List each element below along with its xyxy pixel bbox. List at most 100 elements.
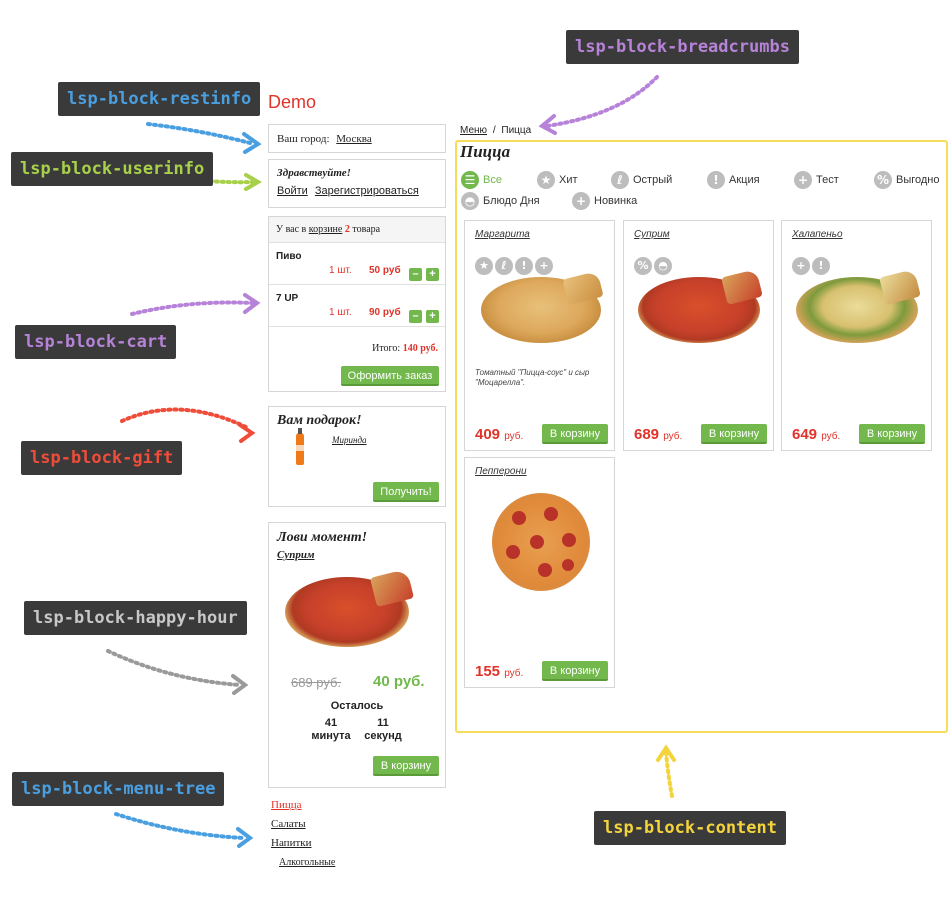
cart-item-qty: 1 шт. <box>329 307 352 318</box>
content-block <box>455 140 948 733</box>
site-title[interactable]: Demo <box>268 92 317 112</box>
product-card: Маргарита ★ ℓ ! + Томатный "Пицца-соус" … <box>464 220 615 451</box>
city-link[interactable]: Москва <box>336 133 372 145</box>
filter-test-label: Тест <box>816 174 839 186</box>
menu-tree: Пицца Салаты Напитки Алкогольные <box>271 796 335 872</box>
annotation-content: lsp-block-content <box>594 811 786 845</box>
cart-link[interactable]: корзине <box>308 224 343 235</box>
cart-item-qty: 1 шт. <box>329 265 352 276</box>
increase-button[interactable]: + <box>426 268 439 281</box>
timer-seconds: 11 секунд <box>361 717 405 743</box>
filter-promo-label: Акция <box>729 174 760 186</box>
breadcrumb-separator: / <box>492 125 496 136</box>
increase-button[interactable]: + <box>426 310 439 323</box>
add-to-cart-button[interactable]: В корзину <box>542 661 608 681</box>
product-title-link[interactable]: Пепперони <box>475 466 527 477</box>
product-price: 409 руб. <box>475 426 523 443</box>
menu-item-alcoholic[interactable]: Алкогольные <box>279 857 336 868</box>
plus-icon: + <box>792 257 810 275</box>
page-title: Пицца <box>460 142 511 161</box>
cloche-icon: ◓ <box>461 192 479 210</box>
product-price: 649 руб. <box>792 426 840 443</box>
annotation-gift: lsp-block-gift <box>21 441 183 475</box>
menu-item-salads[interactable]: Салаты <box>271 818 306 830</box>
greeting-text: Здравствуйте! <box>277 167 351 179</box>
city-label: Ваш город: <box>277 133 330 145</box>
filter-hit-label: Хит <box>559 174 578 186</box>
chili-icon: ℓ <box>495 257 513 275</box>
percent-icon: % <box>874 171 892 189</box>
exclamation-icon: ! <box>515 257 533 275</box>
filter-hit[interactable]: ★ Хит <box>537 171 578 189</box>
menu-item-drinks[interactable]: Напитки <box>271 837 312 849</box>
product-price-value: 155 <box>475 663 501 680</box>
cart-item: 7 UP 1 шт. 90 руб –+ <box>269 286 445 327</box>
minutes-value: 41 <box>324 717 338 729</box>
login-link[interactable]: Войти <box>277 185 308 197</box>
annotation-cart: lsp-block-cart <box>15 325 177 359</box>
cart-item-price: 90 руб <box>369 307 401 318</box>
product-price-value: 649 <box>792 426 818 443</box>
product-card: Суприм % ◓ 689 руб. В корзину <box>623 220 774 451</box>
add-to-cart-button[interactable]: В корзину <box>859 424 925 444</box>
minutes-label: минута <box>311 730 351 742</box>
annotation-restinfo: lsp-block-restinfo <box>58 82 261 116</box>
gift-title: Вам подарок! <box>277 413 362 428</box>
annotation-happy-hour: lsp-block-happy-hour <box>24 601 247 635</box>
filter-profitable[interactable]: % Выгодно <box>874 171 940 189</box>
filter-new-label: Новинка <box>594 195 638 207</box>
filter-test[interactable]: + Тест <box>794 171 839 189</box>
pizza-slice-image <box>369 568 415 608</box>
product-badges: ★ ℓ ! + <box>475 257 553 275</box>
plus-icon: + <box>794 171 812 189</box>
register-link[interactable]: Зарегистрироваться <box>314 185 419 197</box>
happy-hour-add-to-cart-button[interactable]: В корзину <box>373 756 439 776</box>
product-price-currency: руб. <box>821 431 841 442</box>
filter-all[interactable]: ☰ Все <box>461 171 502 189</box>
cart-total-value: 140 руб. <box>402 343 438 354</box>
list-icon: ☰ <box>461 171 479 189</box>
cart-count: 2 <box>344 224 350 235</box>
filter-dish-of-day[interactable]: ◓ Блюдо Дня <box>461 192 540 210</box>
cart-total: Итого: 140 руб. <box>372 343 438 354</box>
filter-promo[interactable]: ! Акция <box>707 171 760 189</box>
product-price-value: 409 <box>475 426 501 443</box>
restinfo-block: Ваш город: Москва <box>268 124 446 153</box>
decrease-button[interactable]: – <box>409 310 422 323</box>
get-gift-button[interactable]: Получить! <box>373 482 439 502</box>
gift-block: Вам подарок! Миринда Получить! <box>268 406 446 507</box>
product-price-currency: руб. <box>663 431 683 442</box>
product-title-link[interactable]: Маргарита <box>475 229 530 240</box>
decrease-button[interactable]: – <box>409 268 422 281</box>
happy-hour-item-link[interactable]: Суприм <box>277 549 315 561</box>
breadcrumb-menu-link[interactable]: Меню <box>460 125 488 136</box>
add-to-cart-button[interactable]: В корзину <box>542 424 608 444</box>
product-title-link[interactable]: Суприм <box>634 229 670 240</box>
annotation-userinfo: lsp-block-userinfo <box>11 152 214 186</box>
checkout-button[interactable]: Оформить заказ <box>341 366 439 386</box>
filter-spicy[interactable]: ℓ Острый <box>611 171 672 189</box>
cart-item: Пиво 1 шт. 50 руб –+ <box>269 244 445 285</box>
annotation-breadcrumbs: lsp-block-breadcrumbs <box>566 30 799 64</box>
gift-item-link[interactable]: Миринда <box>332 435 367 445</box>
add-to-cart-button[interactable]: В корзину <box>701 424 767 444</box>
cart-block: У вас в корзине 2 товара Пиво 1 шт. 50 р… <box>268 216 446 392</box>
product-price-value: 689 <box>634 426 660 443</box>
annotation-menu-tree: lsp-block-menu-tree <box>12 772 225 806</box>
percent-icon: % <box>634 257 652 275</box>
product-title-link[interactable]: Халапеньо <box>792 229 843 240</box>
filter-profitable-label: Выгодно <box>896 174 940 186</box>
cart-item-price: 50 руб <box>369 265 401 276</box>
happy-hour-title: Лови момент! <box>277 530 368 545</box>
breadcrumb-current: Пицца <box>501 125 532 136</box>
filter-new[interactable]: + Новинка <box>572 192 637 210</box>
product-price: 155 руб. <box>475 663 523 680</box>
cart-summary: У вас в корзине 2 товара <box>269 217 445 243</box>
cart-total-label: Итого: <box>372 343 401 354</box>
menu-item-pizza[interactable]: Пицца <box>271 799 302 811</box>
star-icon: ★ <box>475 257 493 275</box>
filter-dish-of-day-label: Блюдо Дня <box>483 195 540 207</box>
userinfo-block: Здравствуйте! Войти Зарегистрироваться <box>268 159 446 208</box>
cart-item-name: Пиво <box>276 251 302 262</box>
plus-icon: + <box>572 192 590 210</box>
